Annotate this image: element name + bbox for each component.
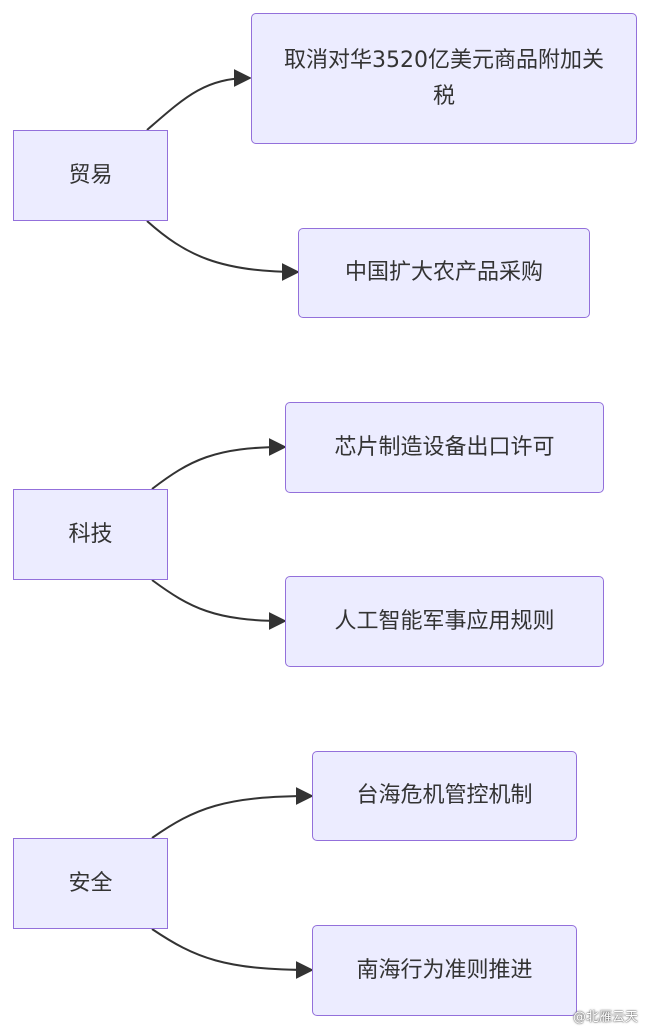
- node-ai-military-rules: 人工智能军事应用规则: [285, 576, 604, 667]
- node-agricultural-purchases: 中国扩大农产品采购: [298, 228, 590, 318]
- node-technology: 科技: [13, 489, 168, 580]
- edge-security-southchinasea: [151, 928, 314, 979]
- node-remove-tariffs: 取消对华3520亿美元商品附加关税: [251, 13, 637, 144]
- node-security: 安全: [13, 838, 168, 929]
- edge-security-taiwan: [151, 787, 314, 839]
- watermark: @北雁云天: [572, 1010, 638, 1025]
- node-trade: 贸易: [13, 130, 168, 221]
- node-chip-export-license: 芯片制造设备出口许可: [285, 402, 604, 493]
- edge-trade-agriculture: [146, 220, 300, 281]
- edge-tech-ai: [151, 579, 287, 630]
- node-taiwan-crisis-mechanism: 台海危机管控机制: [312, 751, 577, 841]
- edge-trade-tariffs: [146, 69, 252, 131]
- node-south-china-sea-code: 南海行为准则推进: [312, 925, 577, 1016]
- edge-tech-chips: [151, 438, 287, 490]
